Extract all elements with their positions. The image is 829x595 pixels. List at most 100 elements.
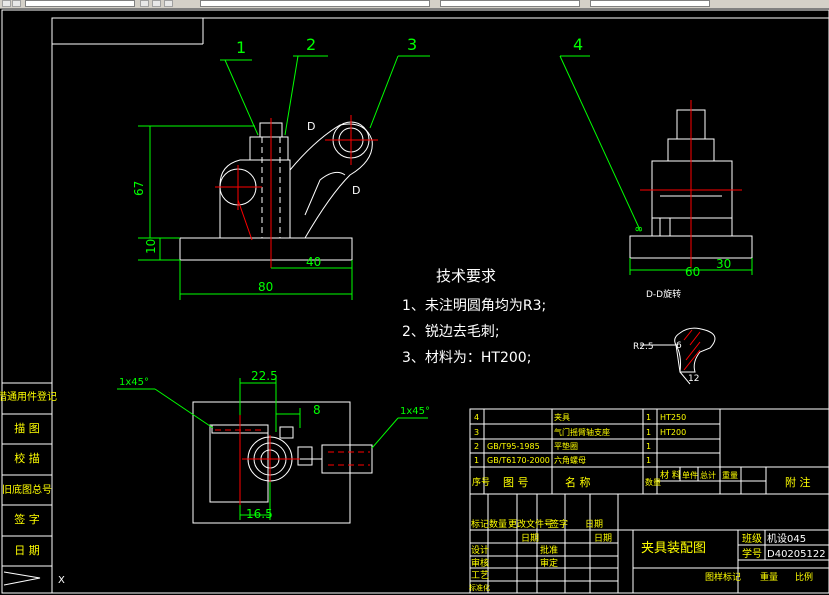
bom-header-cell: 名 称 <box>565 475 591 489</box>
dim-text: 60 <box>685 265 700 279</box>
bom-header-cell: 附 注 <box>785 475 811 489</box>
left-info-strip <box>2 382 52 567</box>
application-toolbar <box>0 0 829 9</box>
dim-text: 16.5 <box>246 507 273 521</box>
scale-label: 比例 <box>795 571 813 583</box>
bom-cell: 六角螺母 <box>554 455 586 465</box>
dim-text: 40 <box>306 255 321 269</box>
title-header-cell: 日期 <box>521 533 539 544</box>
bom-cell: HT250 <box>660 413 686 422</box>
bom-header-cell: 序号 <box>472 476 490 488</box>
drawing-canvas[interactable]: 借通用件登记 描 图 校 描 旧底图总号 签 字 日 期 X <box>0 9 829 595</box>
bom-header-cell: 总计 <box>700 470 716 480</box>
student-value: D40205122 <box>767 549 826 560</box>
ucs-icon: X <box>3 571 65 586</box>
bom-cell: 3 <box>474 428 479 437</box>
bom-cell: HT200 <box>660 428 686 437</box>
dim-text: 8 <box>313 403 321 417</box>
top-view <box>192 401 373 524</box>
toolbar-field[interactable] <box>25 0 135 7</box>
leader-label: 2 <box>306 35 316 54</box>
dim-text: R2.5 <box>633 342 654 352</box>
bom-cell: 2 <box>474 442 479 451</box>
section-detail <box>640 327 716 385</box>
signer-label: 标准化 <box>469 583 490 592</box>
linetype-dropdown[interactable] <box>440 0 580 7</box>
svg-text:X: X <box>58 575 65 586</box>
tech-title: 技术要求 <box>436 267 496 285</box>
front-view-dims <box>138 55 430 300</box>
dim-text: 1x45° <box>400 406 430 417</box>
tech-requirement: 2、锐边去毛刺; <box>402 324 500 340</box>
leader-label: 3 <box>407 35 417 54</box>
dim-text: 8 <box>635 226 645 232</box>
layer-dropdown[interactable] <box>200 0 430 7</box>
front-view <box>179 121 373 261</box>
leader-label: 1 <box>236 38 246 57</box>
section-detail-hatch <box>683 329 701 371</box>
dim-text: 67 <box>132 181 146 196</box>
bom-cell: 平垫圈 <box>554 441 578 451</box>
bom-cell: GB/T95-1985 <box>487 442 540 451</box>
left-strip-label: 描 图 <box>14 421 40 435</box>
dim-text: 12 <box>688 374 699 384</box>
series-label: 图样标记 <box>705 571 741 583</box>
toolbar-button[interactable] <box>152 0 161 7</box>
side-view-dims <box>559 55 753 275</box>
toolbar-button[interactable] <box>140 0 149 7</box>
bom-cell: 1 <box>646 456 651 465</box>
title-header-cell: 标记 <box>471 518 489 530</box>
dim-text: 80 <box>258 280 273 294</box>
bom-header-cell: 图 号 <box>503 476 529 489</box>
left-strip-label: 借通用件登记 <box>0 390 57 403</box>
top-view-dims <box>117 378 428 520</box>
tech-requirement: 1、未注明圆角均为R3; <box>402 298 546 314</box>
class-label: 班级 <box>742 533 762 545</box>
dim-text: 6 <box>676 341 682 351</box>
bom-header-cell: 数量 <box>645 477 661 487</box>
toolbar-button[interactable] <box>164 0 173 7</box>
bom-cell: 气门摇臂轴支座 <box>554 427 610 437</box>
bom-header-cell: 单件 <box>682 470 698 480</box>
toolbar-button[interactable] <box>12 0 21 7</box>
title-header-cell: 更改文件号 <box>508 518 553 530</box>
drawing-frame <box>1 9 829 594</box>
left-strip-label: 签 字 <box>14 512 40 526</box>
tech-requirement: 3、材料为：HT200; <box>402 350 531 366</box>
title-header-cell: 日期 <box>594 533 612 544</box>
title-header-cell: 数量 <box>489 518 507 530</box>
lineweight-dropdown[interactable] <box>590 0 710 7</box>
bom-cell: 4 <box>474 413 479 422</box>
bom-header: 序号 图 号 名 称 数量 材 料 单件 总计 重量 附 注 <box>472 469 811 489</box>
title-header-cell: 签字 <box>550 518 568 530</box>
bom-cell: 1 <box>646 428 651 437</box>
bom-table-lines <box>469 408 829 495</box>
bom-cell: 夹具 <box>554 412 570 422</box>
bom-cell: 1 <box>646 413 651 422</box>
signer-label: 审核 <box>471 557 489 569</box>
drawing-title: 夹具装配图 <box>641 541 706 556</box>
left-strip-label: 旧底图总号 <box>2 483 52 496</box>
bom-rows: 4 夹具 1 HT250 3 气门摇臂轴支座 1 HT200 2 GB/T95-… <box>474 412 686 465</box>
left-strip-label: 校 描 <box>14 451 40 465</box>
weight-label: 重量 <box>760 571 778 583</box>
class-value: 机设045 <box>767 532 806 545</box>
bom-cell: GB/T6170-2000 <box>487 456 550 465</box>
bom-cell: 1 <box>474 456 479 465</box>
approver-label: 批准 <box>540 544 558 556</box>
dim-text: 1x45° <box>119 377 149 388</box>
dim-text: 10 <box>144 239 158 254</box>
leader-label: 4 <box>573 35 583 54</box>
side-view-centerline <box>640 100 742 268</box>
approver-label: 审定 <box>540 557 558 569</box>
bom-header-cell: 重量 <box>722 470 738 480</box>
signer-label: 工艺 <box>471 570 489 581</box>
front-view-centerlines <box>215 115 378 268</box>
title-block-lines <box>469 493 829 594</box>
section-caption: D-D旋转 <box>646 288 681 300</box>
top-view-centerlines <box>239 415 300 510</box>
dim-text: 30 <box>716 257 731 271</box>
toolbar-button[interactable] <box>2 0 11 7</box>
left-strip-label: 日 期 <box>14 544 40 557</box>
student-label: 学号 <box>742 547 762 560</box>
